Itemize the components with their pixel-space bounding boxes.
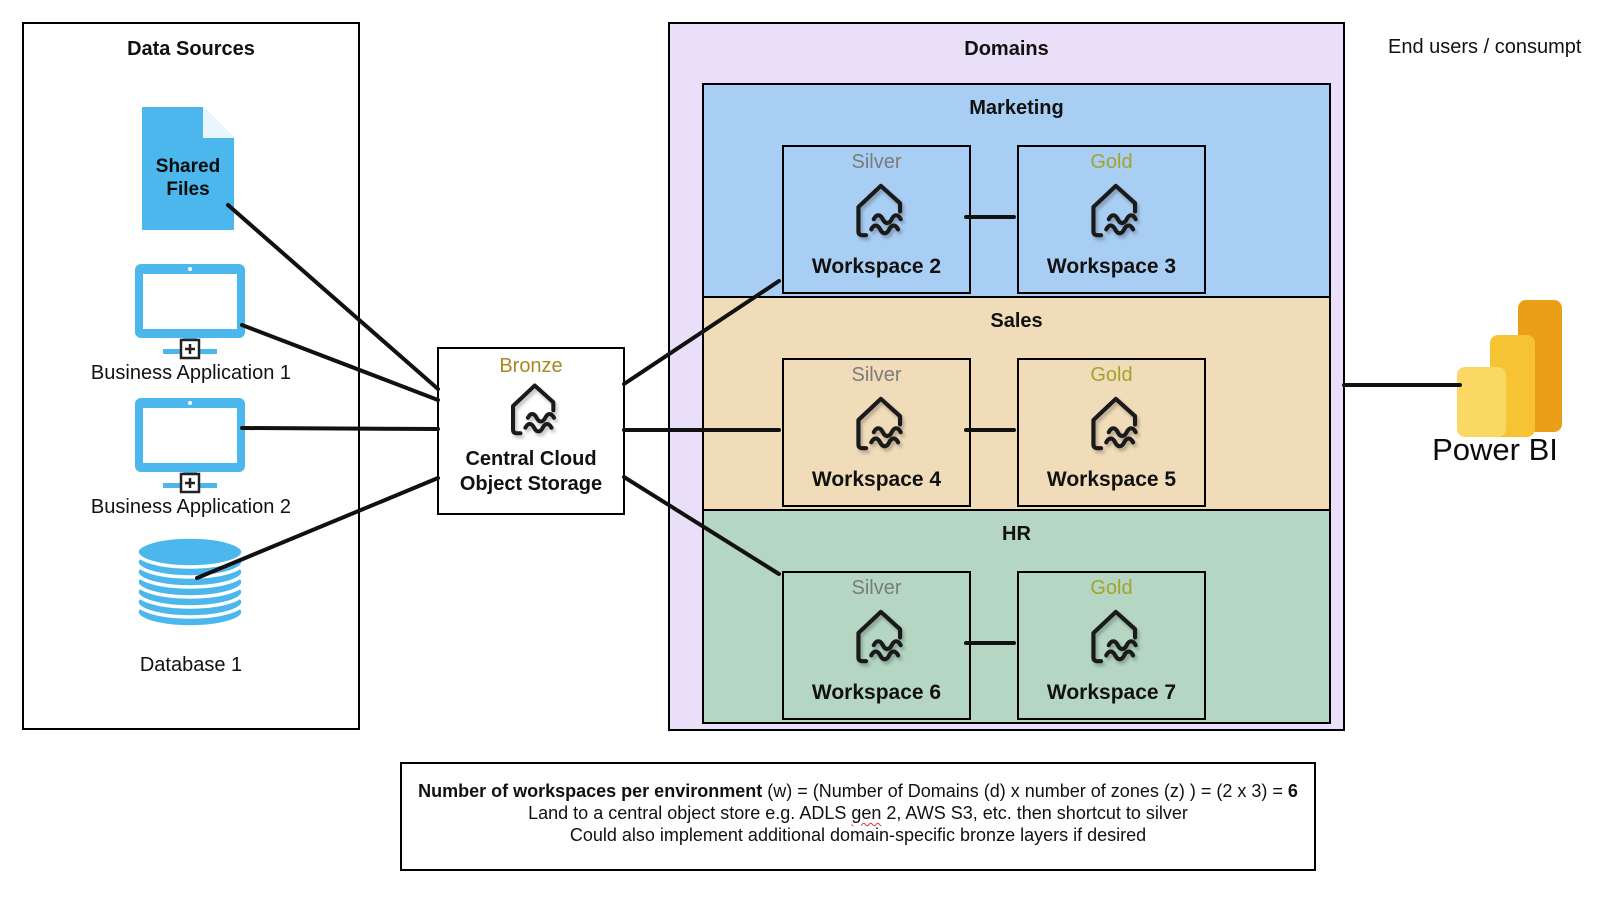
note-line-2: Land to a central object store e.g. ADLS… (402, 802, 1314, 824)
hr-title: HR (1002, 523, 1031, 545)
workspace-7-label: Workspace 7 (1046, 681, 1177, 704)
workspace-3-label: Workspace 3 (1046, 255, 1177, 278)
domains-title: Domains (964, 38, 1049, 60)
business-application-2-label: Business Application 2 (90, 496, 292, 518)
note-line-1-result: 6 (1287, 781, 1298, 801)
workspace-7-box: Gold Workspace 7 (1017, 571, 1206, 720)
domain-section-sales: Sales Silver Workspace 4 Gold Workspace … (702, 296, 1331, 511)
data-sources-title: Data Sources (127, 38, 255, 60)
power-bi-bars-icon (1457, 367, 1506, 437)
database-icon (135, 535, 245, 629)
business-application-1-label: Business Application 1 (90, 362, 292, 384)
workspace-3-box: Gold Workspace 3 (1017, 145, 1206, 294)
gold-zone-label: Gold (1090, 364, 1133, 386)
lakehouse-icon (1080, 175, 1144, 239)
domain-section-marketing: Marketing Silver Workspace 2 Gold Worksp… (702, 83, 1331, 298)
workspace-4-box: Silver Workspace 4 (782, 358, 971, 507)
database-1-label: Database 1 (139, 654, 243, 676)
shared-files-label: Shared Files (155, 156, 221, 200)
workspace-6-box: Silver Workspace 6 (782, 571, 971, 720)
end-users-heading: End users / consumpt (1388, 36, 1582, 58)
workspace-5-box: Gold Workspace 5 (1017, 358, 1206, 507)
lakehouse-icon (500, 375, 562, 437)
note-line-1-rest: (w) = (Number of Domains (d) x number of… (762, 781, 1288, 801)
note-line-2-pre: Land to a central object store e.g. ADLS (528, 803, 852, 823)
gold-zone-label: Gold (1090, 151, 1133, 173)
note-line-2-post: 2, AWS S3, etc. then shortcut to silver (881, 803, 1188, 823)
note-line-1-bold: Number of workspaces per environment (418, 781, 763, 801)
silver-zone-label: Silver (851, 151, 902, 173)
lakehouse-icon (845, 388, 909, 452)
bronze-storage-label: Central Cloud Object Storage (459, 448, 603, 495)
document-icon (142, 107, 234, 230)
domain-section-hr: HR Silver Workspace 6 Gold Workspace 7 (702, 509, 1331, 724)
marketing-title: Marketing (969, 97, 1064, 119)
note-line-1: Number of workspaces per environment (w)… (402, 780, 1314, 802)
silver-zone-label: Silver (851, 364, 902, 386)
note-line-3: Could also implement additional domain-s… (569, 825, 1147, 845)
data-sources-panel: Data Sources Shared Files Business Appli… (22, 22, 360, 730)
sales-title: Sales (990, 310, 1043, 332)
domains-panel: Domains Marketing Silver Workspace 2 Gol… (668, 22, 1345, 731)
workspace-2-label: Workspace 2 (811, 255, 942, 278)
gold-zone-label: Gold (1090, 577, 1133, 599)
monitor-icon (135, 264, 245, 360)
shared-files-item: Shared Files (142, 107, 234, 230)
bronze-zone-label: Bronze (499, 355, 563, 377)
note-line-2-misspelled-word: gen (851, 803, 882, 823)
workspace-2-box: Silver Workspace 2 (782, 145, 971, 294)
workspace-4-label: Workspace 4 (811, 468, 942, 491)
note-box: Number of workspaces per environment (w)… (400, 762, 1316, 871)
silver-zone-label: Silver (851, 577, 902, 599)
lakehouse-icon (1080, 601, 1144, 665)
workspace-5-label: Workspace 5 (1046, 468, 1177, 491)
power-bi-label: Power BI (1432, 432, 1558, 467)
monitor-icon (135, 398, 245, 494)
lakehouse-icon (1080, 388, 1144, 452)
lakehouse-icon (845, 601, 909, 665)
lakehouse-icon (845, 175, 909, 239)
workspace-6-label: Workspace 6 (811, 681, 942, 704)
bronze-storage-box: Bronze Central Cloud Object Storage (437, 347, 625, 515)
